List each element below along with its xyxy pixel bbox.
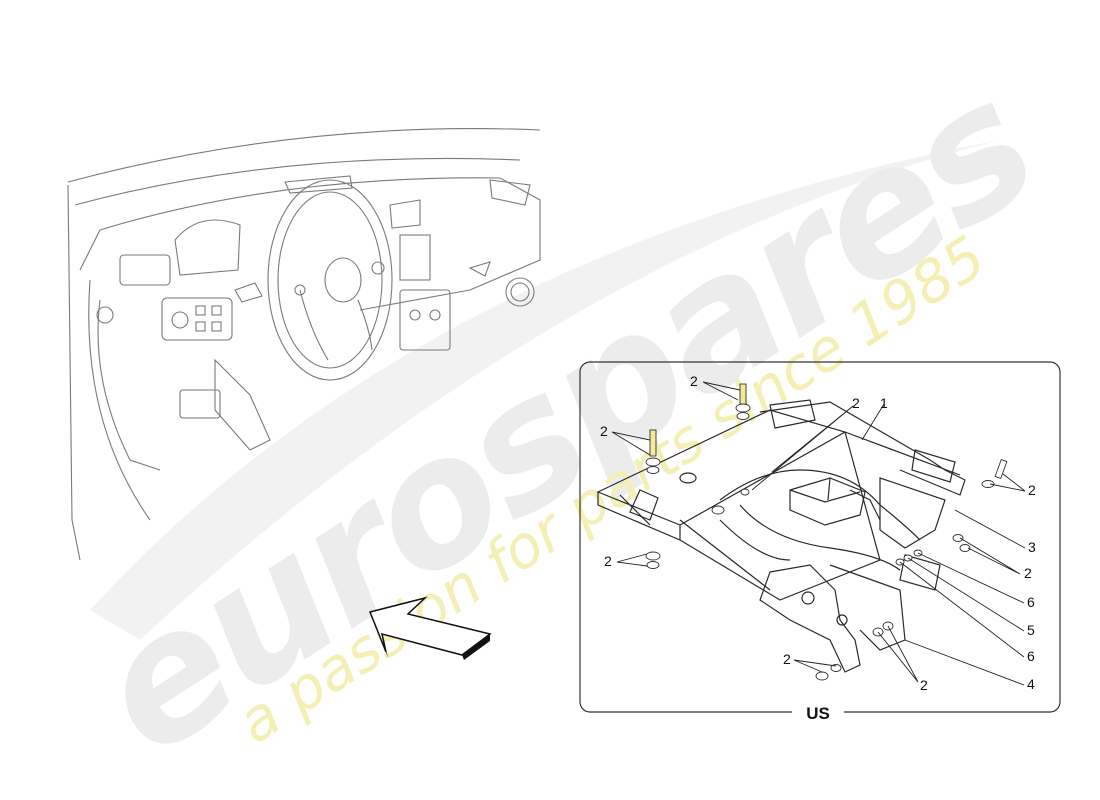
callout-item-5: 5 (1027, 622, 1035, 638)
callout-right-washers: 2 (1024, 565, 1032, 581)
bolt-top (735, 383, 751, 420)
callout-seat-frame: 1 (880, 395, 888, 411)
washer-bottom (815, 671, 829, 681)
washer-left-low (645, 551, 661, 561)
detail-frame: US (579, 361, 1061, 723)
watermark-brand: eurospares (62, 44, 1067, 795)
leader-lines (611, 381, 1026, 686)
callout-cable-clips: 2 (852, 395, 860, 411)
bolt-left (645, 429, 661, 474)
callout-left-washers: 2 (604, 553, 612, 569)
callout-bracket: 3 (1028, 539, 1036, 555)
callout-item-4: 4 (1027, 676, 1035, 692)
watermark-swoosh (90, 140, 1000, 640)
callout-top-bolt: 2 (690, 373, 698, 389)
watermark: eurospares a passion for parts since 198… (62, 44, 1067, 795)
callout-front-washers: 2 (920, 677, 928, 693)
dashboard-illustration (67, 128, 541, 561)
direction-arrow (368, 596, 492, 660)
callout-item-6a: 6 (1027, 594, 1035, 610)
region-label: US (806, 704, 830, 723)
callout-bottom-washers: 2 (783, 651, 791, 667)
callouts: 2 2 2 1 2 3 2 2 6 5 6 2 2 4 (600, 373, 1036, 693)
callout-right-bolt: 2 (1028, 482, 1036, 498)
callout-item-6b: 6 (1027, 648, 1035, 664)
washer-right (952, 534, 964, 542)
callout-left-bolt: 2 (600, 423, 608, 439)
bolt-right (981, 458, 1008, 488)
